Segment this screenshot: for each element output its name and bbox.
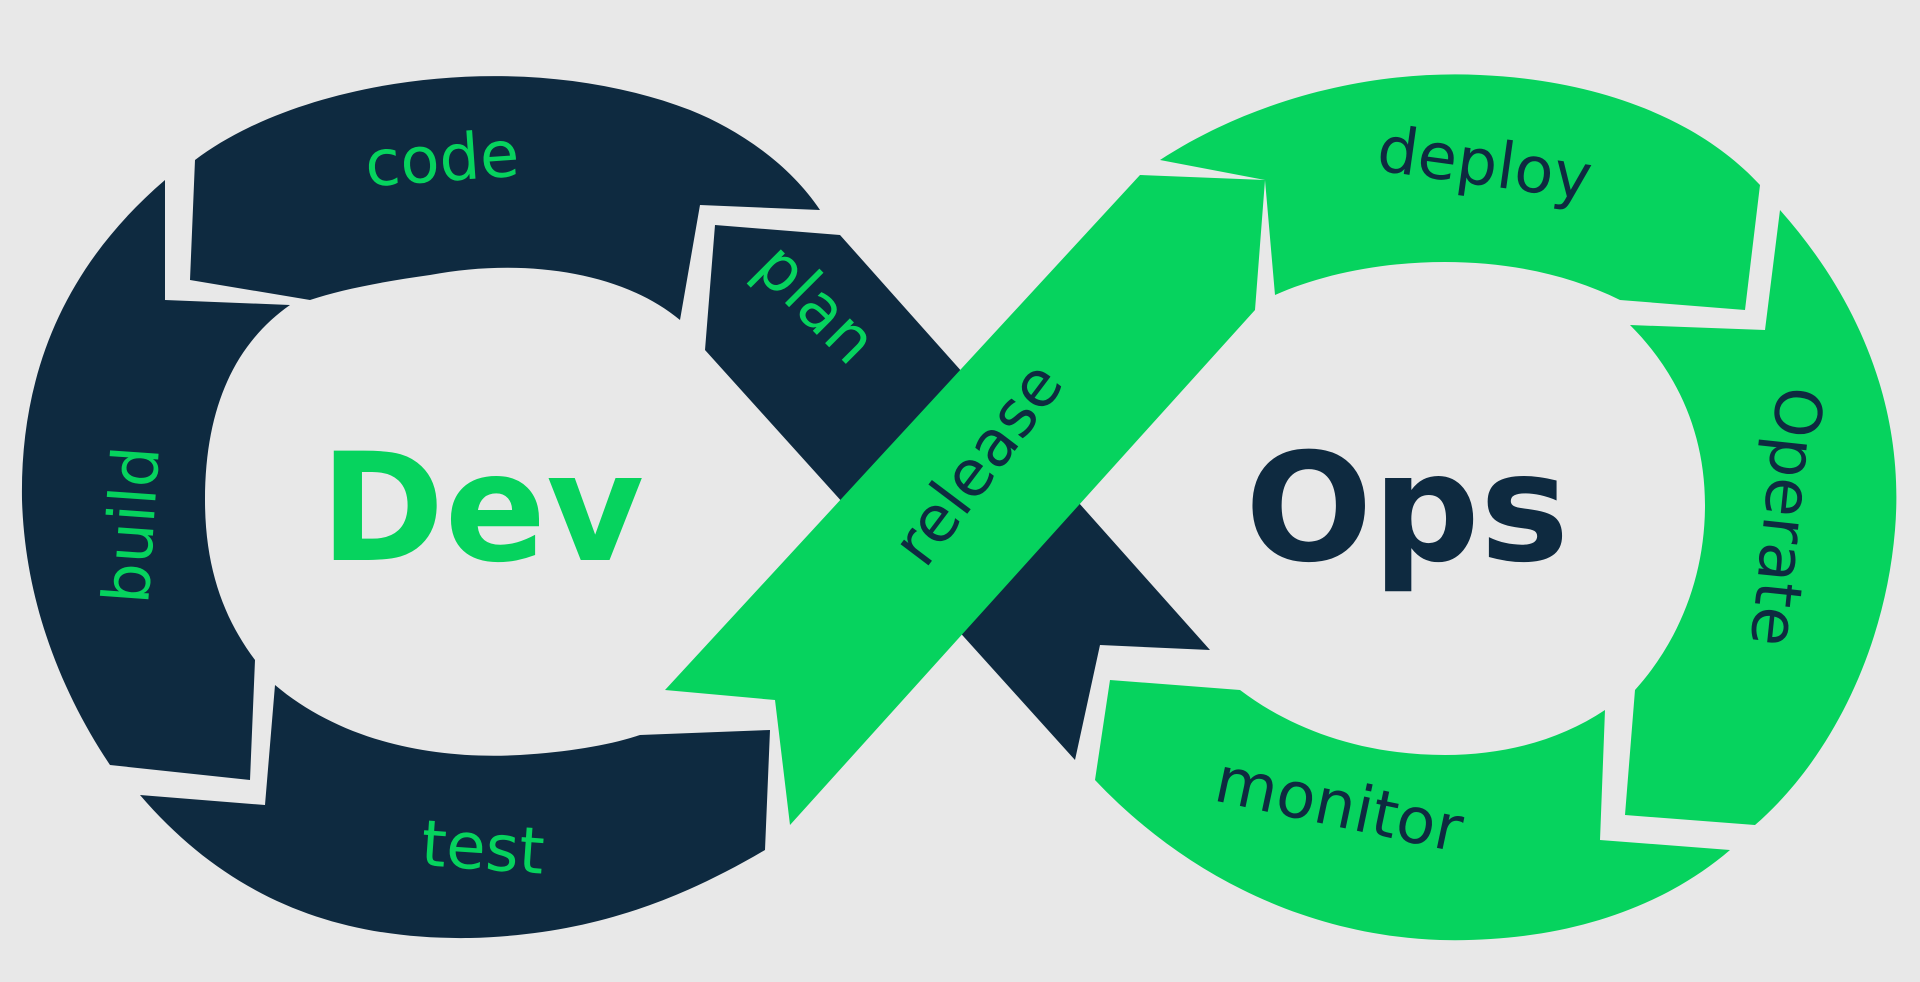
- ops-ring: [665, 74, 1897, 941]
- dev-label: Dev: [320, 422, 644, 596]
- test-label: test: [419, 807, 547, 889]
- code-segment: [190, 76, 820, 320]
- release-segment: [665, 175, 1265, 825]
- code-label: code: [363, 118, 522, 203]
- test-segment: [140, 685, 770, 939]
- monitor-segment: [1095, 680, 1730, 941]
- build-segment: [21, 180, 290, 780]
- ops-label: Ops: [1245, 422, 1569, 596]
- build-label: build: [90, 444, 175, 606]
- operate-segment: [1625, 210, 1897, 825]
- deploy-segment: [1160, 74, 1760, 310]
